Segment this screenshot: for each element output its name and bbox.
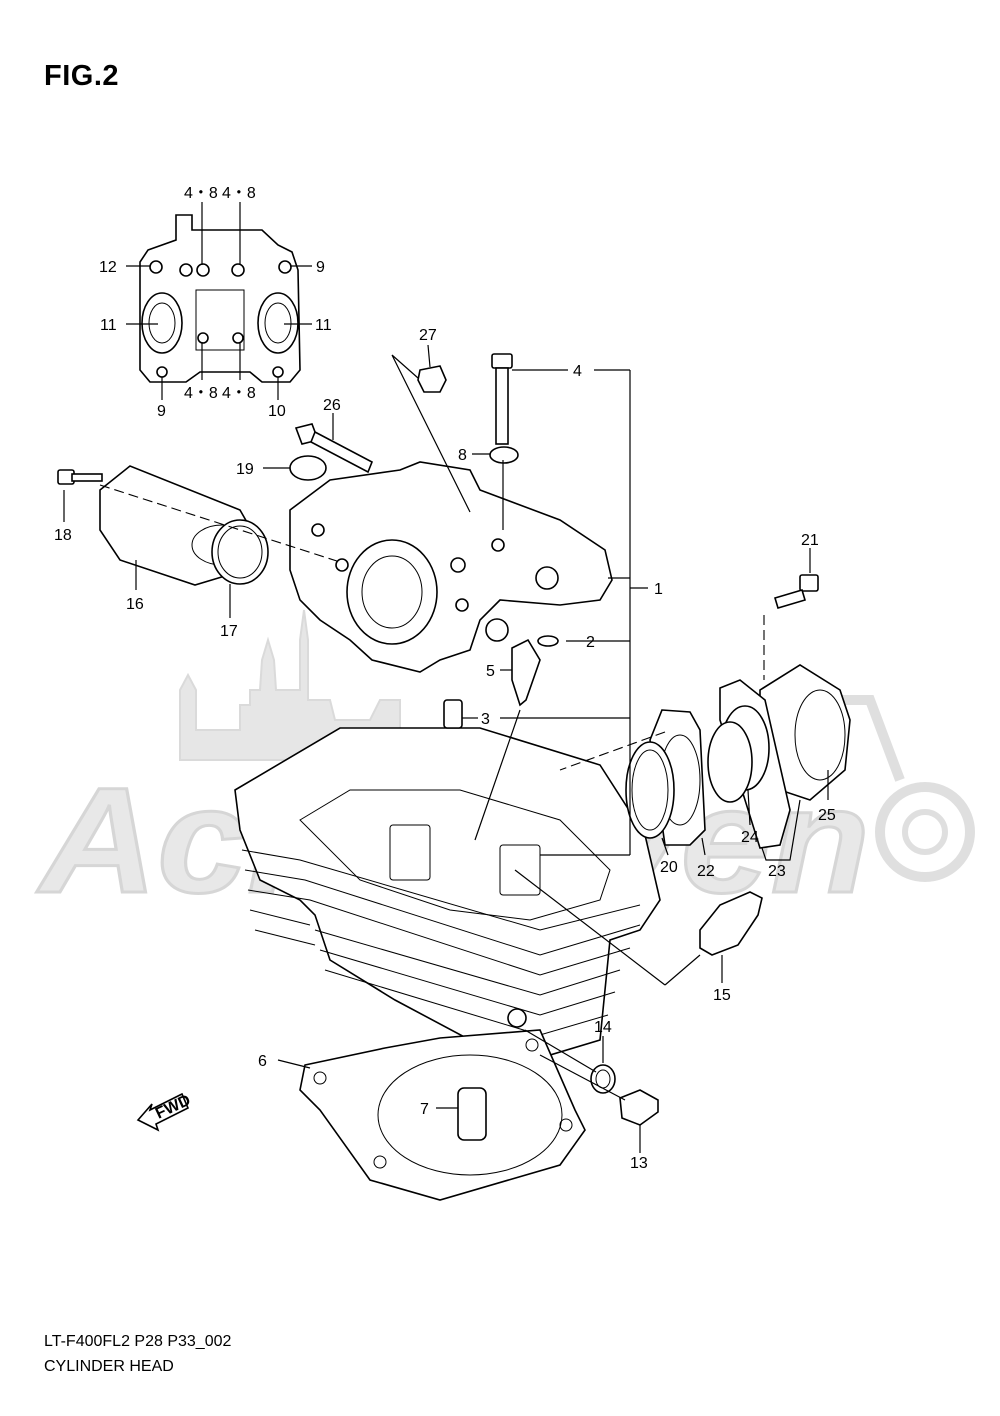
callout-23: 23 bbox=[768, 863, 786, 880]
figure-title: FIG.2 bbox=[44, 60, 120, 92]
model-code: LT-F400FL2 P28 P33_002 bbox=[44, 1333, 232, 1350]
fwd-label: FWD bbox=[153, 1092, 193, 1123]
callout-13: 13 bbox=[630, 1155, 648, 1172]
head-cover bbox=[289, 461, 613, 673]
alignment-dashed-lines bbox=[99, 484, 765, 771]
callout-inset-4-8-b: 4・8 bbox=[222, 185, 256, 202]
callout-6: 6 bbox=[258, 1053, 267, 1070]
callout-21: 21 bbox=[801, 532, 819, 549]
assembly-name: CYLINDER HEAD bbox=[44, 1358, 174, 1375]
callout-18: 18 bbox=[54, 527, 72, 544]
head-gasket bbox=[299, 1029, 586, 1201]
callout-3: 3 bbox=[481, 711, 490, 728]
inset-head-top-view bbox=[139, 214, 301, 383]
callout-inset-4-8-a: 4・8 bbox=[184, 185, 218, 202]
callout-7: 7 bbox=[420, 1101, 429, 1118]
small-parts bbox=[57, 353, 851, 1141]
callout-inset-10: 10 bbox=[268, 403, 286, 420]
inset-leaders bbox=[126, 202, 312, 400]
callout-2: 2 bbox=[586, 634, 595, 651]
inset-callouts: 4・8 4・8 12 9 11 11 4・8 4・8 9 10 bbox=[99, 185, 332, 420]
watermark-wheel bbox=[875, 782, 975, 882]
callout-14: 14 bbox=[594, 1019, 612, 1036]
callout-8: 8 bbox=[458, 447, 467, 464]
callout-4: 4 bbox=[573, 363, 582, 380]
callout-22: 22 bbox=[697, 863, 715, 880]
callout-inset-12: 12 bbox=[99, 259, 117, 276]
callout-24: 24 bbox=[741, 829, 759, 846]
callout-inset-4-8-c: 4・8 bbox=[184, 385, 218, 402]
callout-20: 20 bbox=[660, 859, 678, 876]
callout-17: 17 bbox=[220, 623, 238, 640]
callout-26: 26 bbox=[323, 397, 341, 414]
watermark-castle bbox=[179, 609, 401, 761]
callout-inset-9-b: 9 bbox=[157, 403, 166, 420]
leader-lines bbox=[63, 344, 829, 1153]
callout-25: 25 bbox=[818, 807, 836, 824]
callout-inset-9-a: 9 bbox=[316, 259, 325, 276]
callout-5: 5 bbox=[486, 663, 495, 680]
cylinder-head-body bbox=[234, 727, 661, 1056]
callout-16: 16 bbox=[126, 596, 144, 613]
callout-27: 27 bbox=[419, 327, 437, 344]
callout-19: 19 bbox=[236, 461, 254, 478]
main-callouts: 27 4 26 8 19 18 1 16 17 21 2 5 3 25 24 2… bbox=[54, 327, 836, 1172]
callout-inset-11-b: 11 bbox=[315, 317, 332, 334]
callout-inset-11-a: 11 bbox=[100, 317, 117, 334]
callout-1: 1 bbox=[654, 581, 663, 598]
callout-15: 15 bbox=[713, 987, 731, 1004]
callout-inset-4-8-d: 4・8 bbox=[222, 385, 256, 402]
